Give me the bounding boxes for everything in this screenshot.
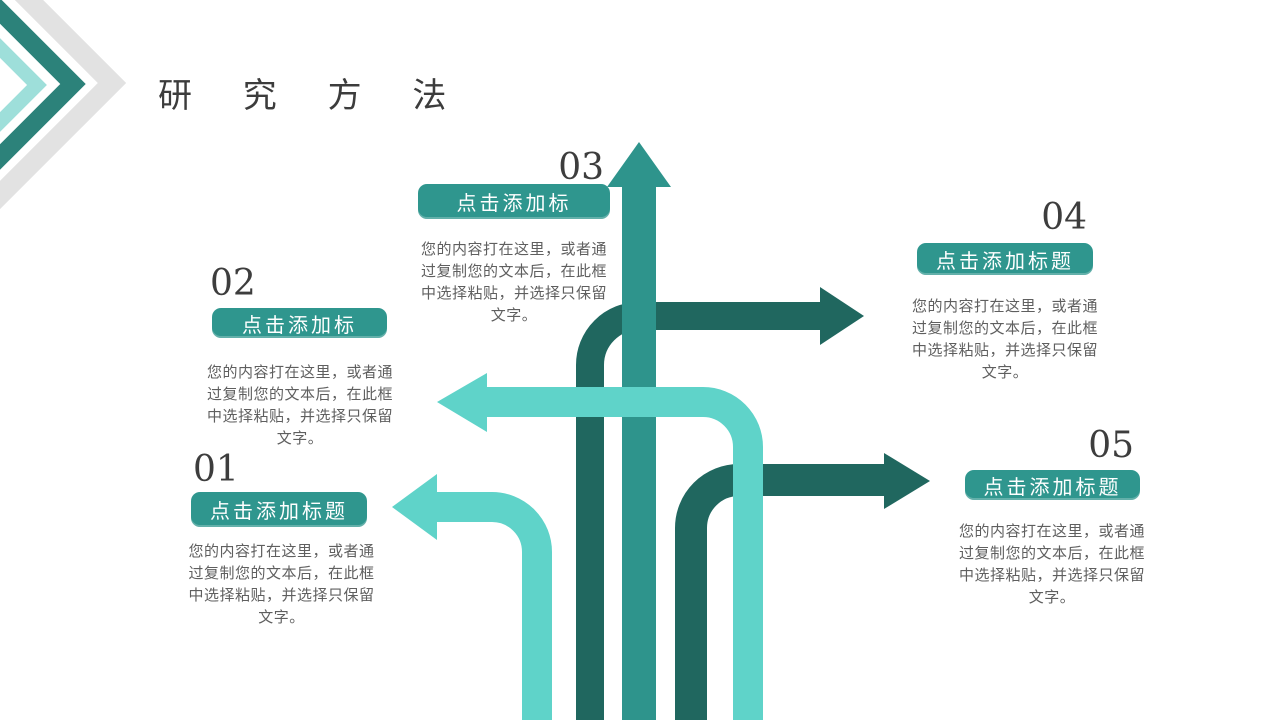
chevron-light-teal: [0, 38, 47, 132]
section-04-number: 04: [1041, 197, 1087, 238]
section-03-number: 03: [558, 147, 604, 188]
arrow-03-up: [607, 142, 671, 720]
section-02-number: 02: [210, 263, 256, 304]
section-03-title-placeholder[interactable]: 点击添加标: [418, 184, 610, 219]
arrow-05-right: [675, 453, 930, 720]
arrow-05-head: [884, 453, 930, 509]
section-05-title-label: 点击添加标题: [983, 474, 1122, 499]
arrow-05-shaft: [675, 464, 884, 720]
page-title: 研 究 方 法: [158, 76, 467, 116]
corner-chevron-decoration: [0, 0, 127, 210]
arrow-02-shaft: [487, 387, 763, 720]
section-05: 05 点击添加标题 您的内容打在这里，或者通过复制您的文本后，在此框中选择粘贴，…: [959, 425, 1145, 613]
section-04: 04 点击添加标题 您的内容打在这里，或者通过复制您的文本后，在此框中选择粘贴，…: [912, 197, 1098, 390]
section-02-body: 您的内容打在这里，或者通过复制您的文本后，在此框中选择粘贴，并选择只保留文字。: [206, 363, 393, 447]
section-05-title-placeholder[interactable]: 点击添加标题: [965, 470, 1140, 500]
section-02-title-label: 点击添加标: [242, 312, 357, 337]
section-05-body: 您的内容打在这里，或者通过复制您的文本后，在此框中选择粘贴，并选择只保留文字。: [958, 522, 1145, 606]
chevron-gray: [0, 0, 127, 210]
arrow-02-left: [437, 373, 763, 720]
section-04-title-label: 点击添加标题: [936, 248, 1074, 273]
section-01-title-placeholder[interactable]: 点击添加标题: [191, 492, 367, 527]
section-01: 01 点击添加标题 您的内容打在这里，或者通过复制您的文本后，在此框中选择粘贴，…: [188, 452, 375, 632]
section-03-body: 您的内容打在这里，或者通过复制您的文本后，在此框中选择粘贴，并选择只保留文字。: [420, 240, 607, 324]
arrow-04-head: [820, 287, 864, 345]
chevron-dark-teal: [0, 0, 86, 170]
section-01-title-label: 点击添加标题: [210, 499, 348, 523]
section-03: 03 点击添加标 您的内容打在这里，或者通过复制您的文本后，在此框中选择粘贴，并…: [418, 150, 610, 335]
arrow-03-head: [607, 142, 671, 187]
section-01-number: 01: [193, 449, 239, 490]
section-03-title-label: 点击添加标: [456, 191, 572, 215]
arrow-01-left: [392, 474, 552, 720]
section-02: 02 点击添加标 您的内容打在这里，或者通过复制您的文本后，在此框中选择粘贴，并…: [205, 266, 395, 451]
section-04-title-placeholder[interactable]: 点击添加标题: [917, 243, 1093, 275]
arrow-01-shaft: [437, 492, 552, 720]
section-01-body: 您的内容打在这里，或者通过复制您的文本后，在此框中选择粘贴，并选择只保留文字。: [188, 542, 375, 626]
section-04-body: 您的内容打在这里，或者通过复制您的文本后，在此框中选择粘贴，并选择只保留文字。: [911, 297, 1098, 381]
section-05-number: 05: [1088, 425, 1134, 466]
section-02-title-placeholder[interactable]: 点击添加标: [212, 308, 387, 338]
arrow-01-head: [392, 474, 437, 540]
arrow-02-head: [437, 373, 487, 432]
